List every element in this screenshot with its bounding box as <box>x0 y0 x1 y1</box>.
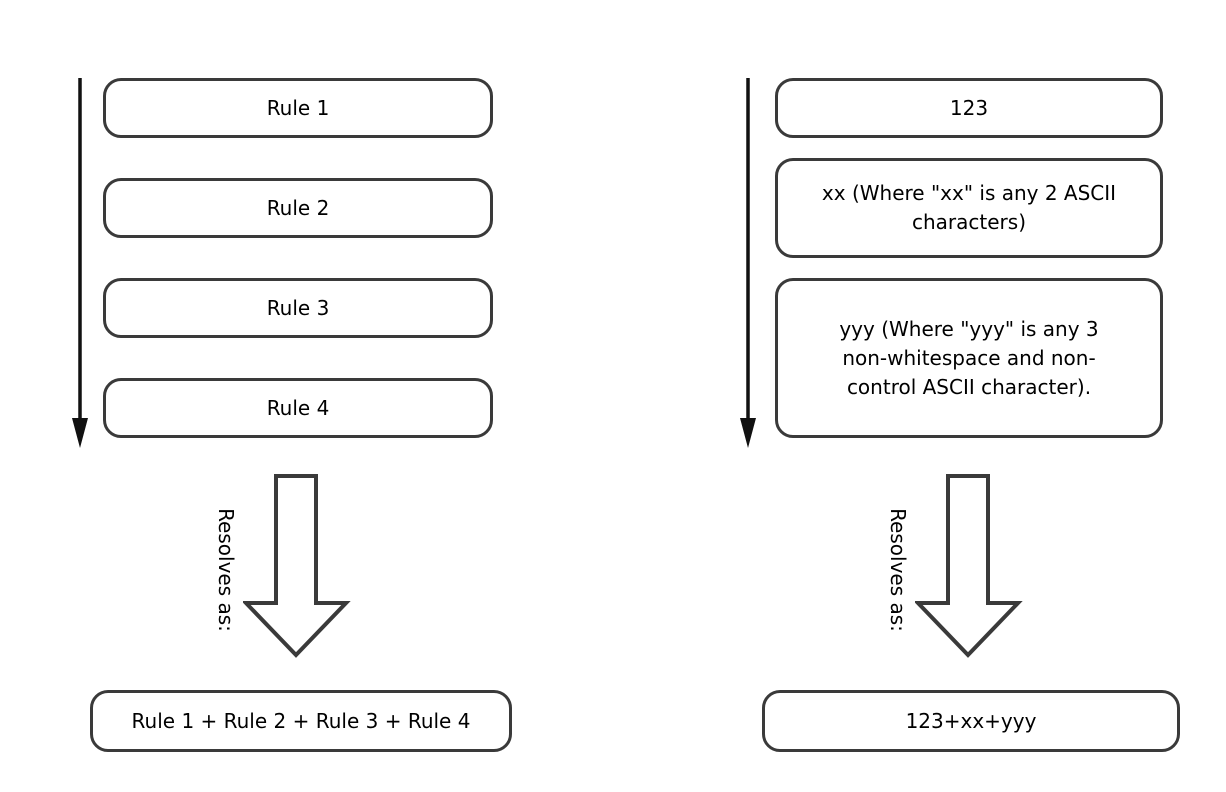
box-yyy: yyy (Where "yyy" is any 3 non-whitespace… <box>775 278 1163 438</box>
result-box-right: 123+xx+yyy <box>762 690 1180 752</box>
resolves-label-left: Resolves as: <box>214 508 238 632</box>
box-123: 123 <box>775 78 1163 138</box>
result-box-left: Rule 1 + Rule 2 + Rule 3 + Rule 4 <box>90 690 512 752</box>
block-down-arrow-icon <box>243 474 351 658</box>
resolves-label-right: Resolves as: <box>886 508 910 632</box>
box-rule-3: Rule 3 <box>103 278 493 338</box>
box-rule-4: Rule 4 <box>103 378 493 438</box>
sequence-down-arrow-icon <box>740 78 756 448</box>
sequence-down-arrow-icon <box>72 78 88 448</box>
box-rule-2: Rule 2 <box>103 178 493 238</box>
block-down-arrow-icon <box>915 474 1023 658</box>
box-xx: xx (Where "xx" is any 2 ASCII characters… <box>775 158 1163 258</box>
box-rule-1: Rule 1 <box>103 78 493 138</box>
